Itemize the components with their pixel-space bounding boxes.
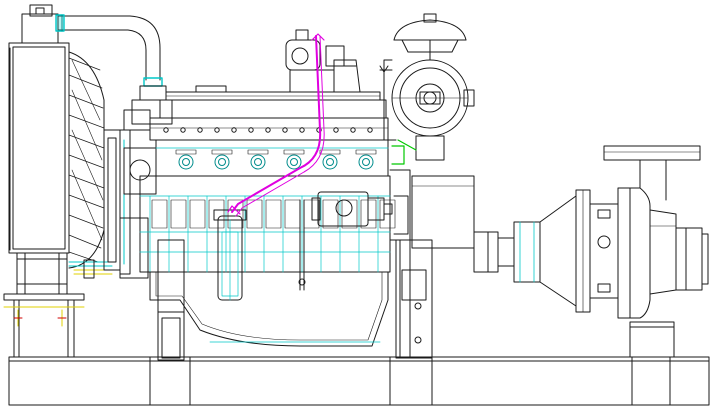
head-bolt [350, 127, 356, 133]
flywheel-housing [389, 169, 475, 359]
block-panel [170, 199, 187, 229]
head-bolt [333, 127, 339, 133]
cylinder-port-inner [362, 158, 370, 166]
cylinder-port-inner [290, 158, 298, 166]
head-bolt [265, 127, 271, 133]
block-panel [284, 199, 301, 229]
block-ribs [149, 195, 396, 273]
lower-hose [3, 259, 113, 327]
cylinder-port-inner [326, 158, 334, 166]
cylinder-port [358, 154, 374, 170]
head-bolt [163, 127, 169, 133]
oil-filter [213, 209, 247, 301]
base-frame [3, 293, 710, 406]
turbocharger [285, 29, 361, 93]
air-pipe [55, 14, 173, 125]
block-panel [341, 199, 358, 229]
alternator [379, 39, 475, 165]
engine-block [139, 85, 396, 347]
head-bolt [180, 127, 186, 133]
cylinder-port [322, 154, 338, 170]
port-flange [247, 149, 269, 155]
exhaust-pipe [227, 33, 325, 217]
cylinder-port-inner [254, 158, 262, 166]
cylinder-port [178, 154, 194, 170]
port-flange [283, 149, 305, 155]
port-flange [211, 149, 233, 155]
block-panel [189, 199, 206, 229]
front-cover [157, 239, 185, 361]
head-bolt [231, 127, 237, 133]
head-bolts [163, 127, 373, 133]
cylinder-port-inner [182, 158, 190, 166]
head-bolt [248, 127, 254, 133]
radiator [8, 4, 105, 295]
head-bolt [282, 127, 288, 133]
head-bolt [214, 127, 220, 133]
block-panel [227, 199, 244, 229]
cylinder-port-inner [218, 158, 226, 166]
fan [103, 109, 157, 279]
starter-motor [311, 191, 393, 227]
head-bolt [197, 127, 203, 133]
pump [539, 145, 709, 319]
block-panel [322, 199, 339, 229]
block-panel [265, 199, 282, 229]
port-flange [319, 149, 341, 155]
cylinder-port [250, 154, 266, 170]
cylinder-port [214, 154, 230, 170]
cylinder-ports [175, 149, 377, 170]
block-panel [246, 199, 263, 229]
block-panel [151, 199, 168, 229]
block-panel [379, 199, 396, 229]
coupling [473, 221, 541, 283]
head-bolt [299, 127, 305, 133]
head-bolt [367, 127, 373, 133]
cylinder-port [286, 154, 302, 170]
port-flange [355, 149, 377, 155]
port-flange [175, 149, 197, 155]
block-panel [208, 199, 225, 229]
